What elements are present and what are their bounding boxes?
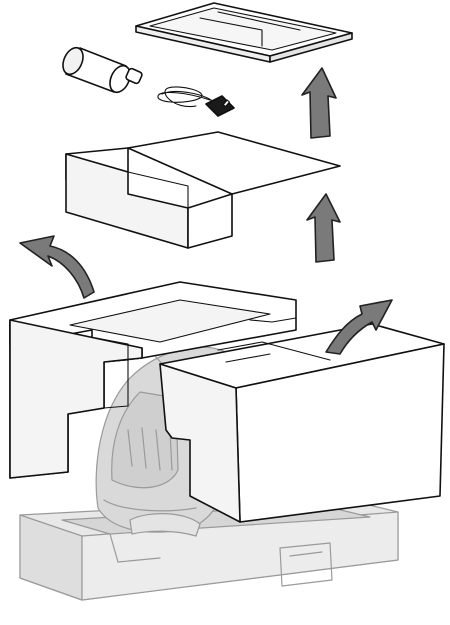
arrow-curve-right bbox=[325, 299, 393, 355]
power-cord bbox=[157, 86, 235, 117]
cylinder bbox=[62, 46, 143, 94]
right-foam-block bbox=[159, 323, 445, 523]
foam-insert bbox=[65, 131, 341, 249]
left-foam-block bbox=[9, 281, 297, 479]
manual-tray bbox=[135, 2, 353, 63]
arrow-curve-left bbox=[19, 235, 95, 299]
arrow-up-top bbox=[301, 67, 337, 139]
arrow-up-mid bbox=[306, 193, 341, 263]
